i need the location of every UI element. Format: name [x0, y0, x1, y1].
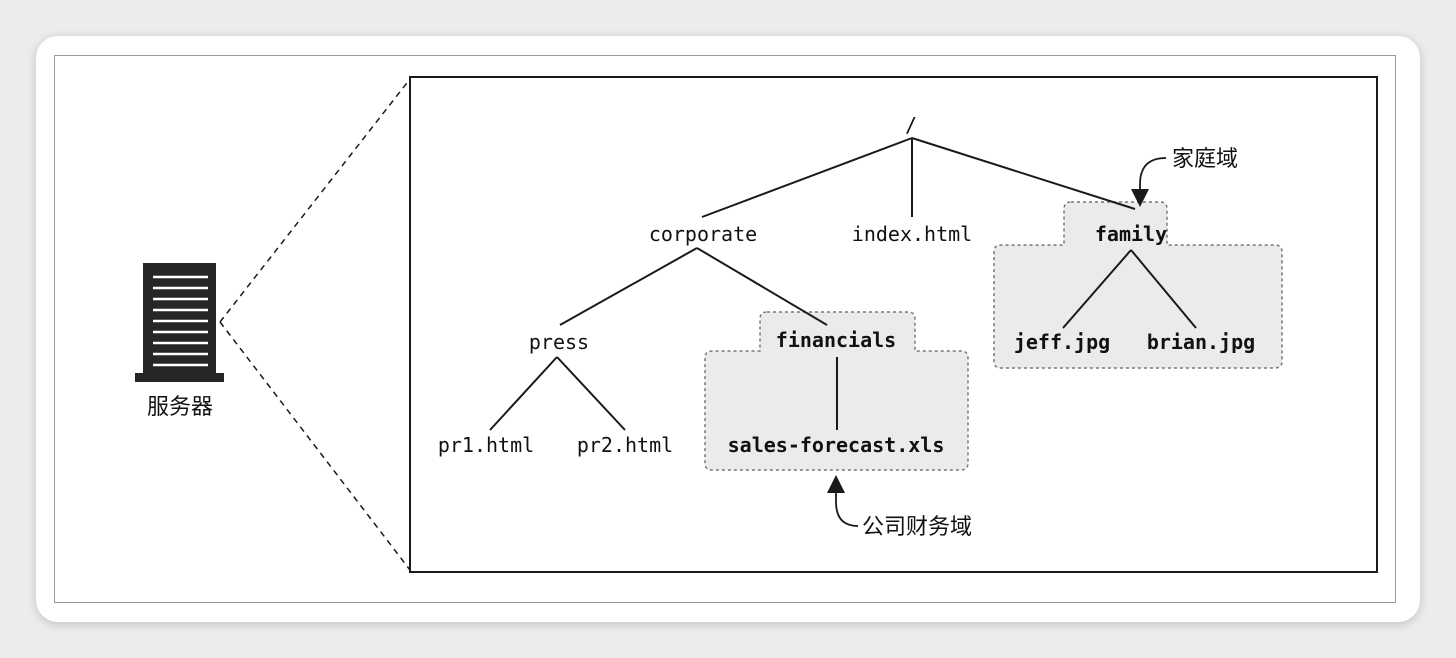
tree-node-press: press: [529, 330, 589, 354]
server-label: 服务器: [147, 395, 213, 420]
tree-node-pr1-html: pr1.html: [438, 433, 534, 457]
finance-domain-arrow: [827, 475, 859, 527]
server-icon: [135, 263, 224, 382]
tree-node-brian-jpg: brian.jpg: [1147, 330, 1255, 354]
tree-node-pr2-html: pr2.html: [577, 433, 673, 457]
tree-node-financials: financials: [776, 328, 896, 352]
tree-edges: [489, 137, 1197, 431]
family-domain-arrow: [1131, 157, 1167, 207]
tree-node-root: /: [905, 113, 917, 137]
zoom-line-top: [219, 78, 411, 323]
tree-node-jeff-jpg: jeff.jpg: [1014, 330, 1110, 354]
tree-node-index-html: index.html: [852, 222, 972, 246]
figure-frame: [54, 55, 1396, 603]
tree-box: [409, 76, 1378, 573]
tree-node-family: family: [1095, 222, 1167, 246]
family-domain-region: [993, 201, 1283, 369]
tree-node-corporate: corporate: [649, 222, 757, 246]
finance-domain-label: 公司财务域: [862, 515, 972, 540]
tree-node-sales-forecast: sales-forecast.xls: [728, 433, 945, 457]
family-domain-label: 家庭域: [1172, 147, 1238, 172]
zoom-line-bottom: [219, 321, 411, 571]
